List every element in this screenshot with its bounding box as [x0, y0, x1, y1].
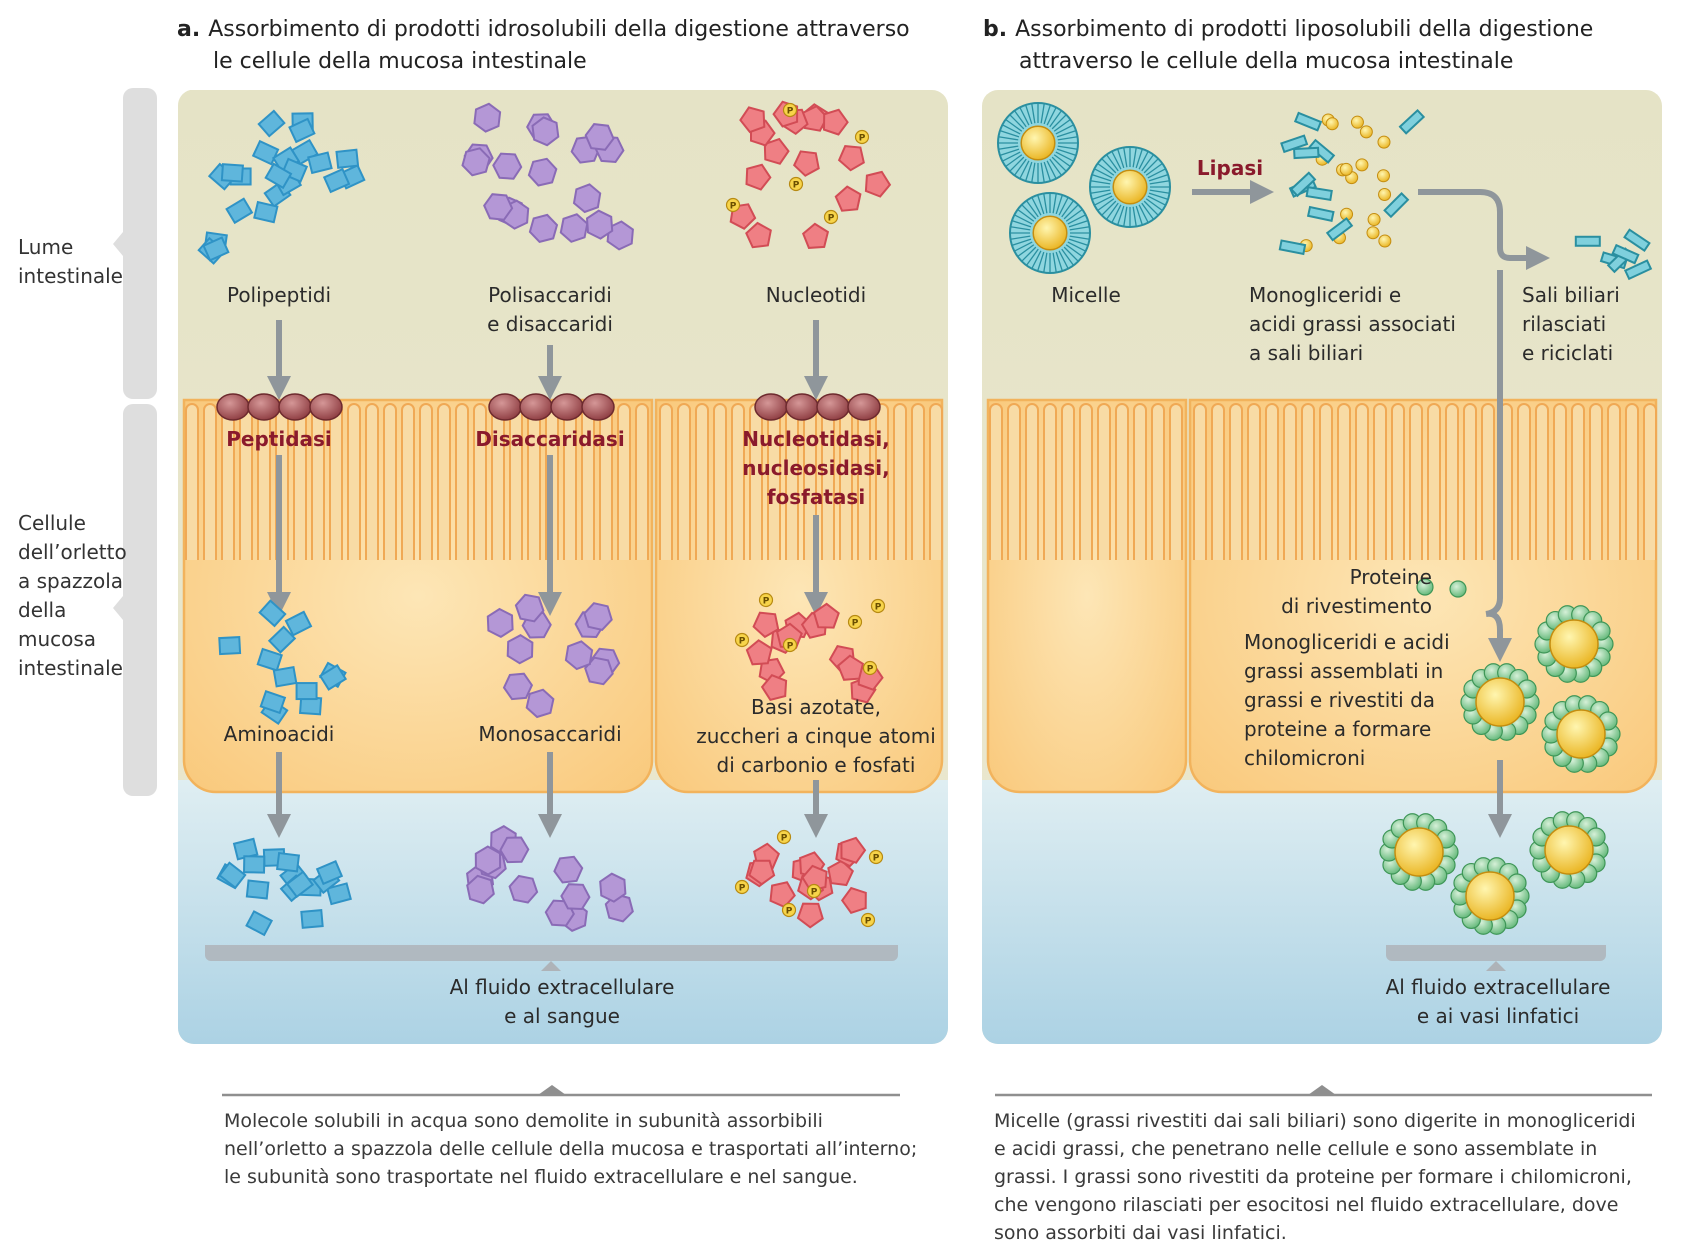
panel-b-title: b.Assorbimento di prodotti liposolubili …: [983, 17, 1594, 74]
label-polysaccharides: Polisaccaridi e disaccaridi: [487, 283, 613, 336]
label-bile-salts: Sali biliari rilasciati e riciclati: [1522, 283, 1620, 365]
panel-a-title: a.Assorbimento di prodotti idrosolubili …: [177, 17, 910, 74]
svg-text:P: P: [763, 597, 770, 607]
side-label-cells: Cellule dell’orletto a spazzola della mu…: [18, 511, 127, 680]
enzyme-peptidase: Peptidasi: [226, 427, 332, 451]
svg-text:P: P: [787, 107, 794, 117]
panel-b-frame: [982, 90, 1662, 1044]
enzyme-disaccharidase: Disaccaridasi: [475, 427, 625, 451]
svg-text:P: P: [793, 181, 800, 191]
svg-text:P: P: [867, 665, 874, 675]
label-assembled-fats: Monogliceridi e acidi grassi assemblati …: [1244, 630, 1450, 770]
svg-text:P: P: [730, 202, 737, 212]
svg-text:P: P: [852, 619, 859, 629]
label-destination-b: Al fluido extracellulare e ai vasi linfa…: [1385, 975, 1611, 1028]
label-nucleotides: Nucleotidi: [765, 283, 867, 307]
panel-a-letter: a.: [177, 17, 201, 42]
svg-text:P: P: [739, 637, 746, 647]
label-aminoacids: Aminoacidi: [223, 722, 335, 746]
svg-text:P: P: [828, 214, 835, 224]
label-coat-proteins: Proteine di rivestimento: [1281, 565, 1432, 618]
svg-text:P: P: [865, 917, 872, 927]
caption-a: Molecole solubili in acqua sono demolite…: [224, 1110, 918, 1188]
side-label-lumen: Lume intestinale: [18, 235, 123, 288]
svg-text:P: P: [739, 884, 746, 894]
label-monosaccharides: Monosaccaridi: [478, 722, 622, 746]
svg-text:P: P: [811, 888, 818, 898]
panel-b-letter: b.: [983, 17, 1008, 42]
svg-text:P: P: [786, 907, 793, 917]
enzyme-nucleotidase: Nucleotidasi, nucleosidasi, fosfatasi: [742, 427, 890, 509]
enzyme-lipase: Lipasi: [1196, 156, 1264, 180]
label-destination-a: Al fluido extracellulare e al sangue: [449, 975, 675, 1028]
svg-text:P: P: [781, 834, 788, 844]
svg-text:P: P: [873, 854, 880, 864]
label-micelles: Micelle: [1051, 283, 1121, 307]
svg-text:P: P: [859, 134, 866, 144]
svg-text:P: P: [787, 642, 794, 652]
label-polypeptides: Polipeptidi: [226, 283, 332, 307]
svg-text:P: P: [875, 603, 882, 613]
panel-a-frame: [177, 90, 948, 1044]
label-bases: Basi azotate, zuccheri a cinque atomi di…: [696, 695, 936, 777]
caption-b: Micelle (grassi rivestiti dai sali bilia…: [994, 1110, 1636, 1244]
label-monoglycerides: Monogliceridi e acidi grassi associati a…: [1249, 283, 1456, 365]
